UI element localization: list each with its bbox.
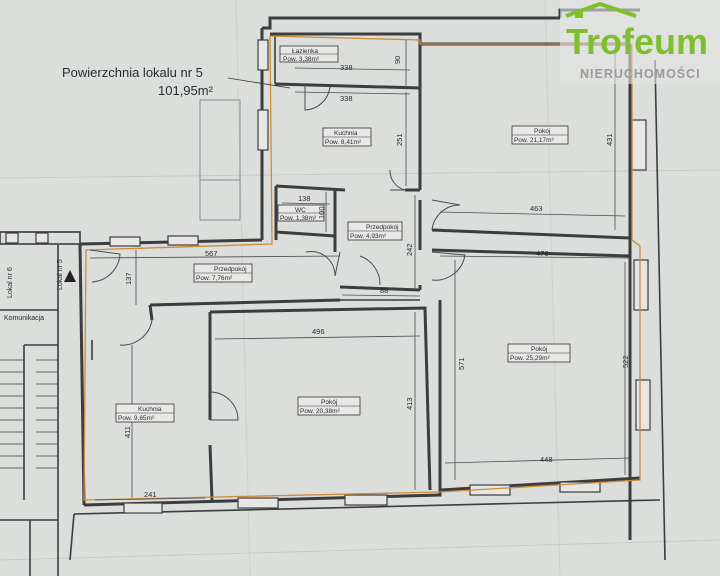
room-area: Pow. 25,29m² (510, 355, 551, 362)
entrance-arrow-icon (64, 270, 76, 282)
dim-251: 251 (395, 133, 404, 146)
room-area: Pow. 21,17m² (514, 137, 555, 144)
dim-431: 431 (605, 133, 614, 146)
dimension-lines (89, 40, 631, 501)
logo-brand: Trofeum (566, 21, 708, 62)
interior-walls (91, 34, 631, 501)
dim-478: 478 (536, 249, 549, 258)
dim-411: 411 (123, 426, 132, 438)
dim-338-top: 338 (340, 63, 353, 72)
plan-total-area: 101,95m² (158, 83, 214, 98)
dim-241: 241 (144, 490, 157, 499)
room-label-pokoj-center: Pokój Pow. 20,38m² (297, 396, 361, 416)
logo-tagline: NIERUCHOMOŚCI (580, 66, 701, 81)
room-area: Pow. 7,76m² (196, 275, 233, 282)
dim-100: 100 (317, 206, 326, 219)
plan-title: Powierzchnia lokalu nr 5 (62, 65, 203, 80)
dim-496: 496 (312, 327, 325, 336)
room-area: Pow. 8,41m² (325, 139, 362, 146)
dim-463: 463 (530, 204, 543, 213)
room-area: Pow. 20,38m² (300, 408, 341, 415)
room-name: WC (295, 207, 306, 214)
room-name: Przedpokój (214, 266, 247, 273)
dim-138: 138 (298, 194, 311, 203)
room-label-pokoj-right: Pokój Pow. 25,29m² (507, 343, 571, 363)
room-label-kuchnia-top: Kuchnia Pow. 8,41m² (322, 127, 372, 147)
dim-242: 242 (405, 243, 414, 256)
label-komunikacja: Komunikacja (4, 315, 44, 322)
stairwell (0, 231, 81, 576)
room-name: Pokój (531, 346, 547, 353)
label-lokal-6: Lokal nr 6 (7, 267, 14, 298)
dim-137: 137 (124, 272, 133, 285)
room-area: Pow. 1,38m² (280, 215, 317, 222)
dim-413: 413 (405, 397, 414, 410)
room-name: Łazienka (292, 48, 318, 55)
dim-448: 448 (540, 455, 553, 464)
room-label-wc: WC Pow. 1,38m² (277, 204, 325, 222)
room-label-kuchnia-bottom: Kuchnia Pow. 9,65m² (115, 403, 175, 423)
room-label-przedpokoj-main: Przedpokój Pow. 7,76m² (193, 263, 253, 283)
room-name: Kuchnia (334, 130, 358, 137)
room-name: Pokój (321, 399, 337, 406)
room-name: Pokój (534, 128, 550, 135)
room-label-przedpokoj-small: Przedpokój Pow. 4,93m² (347, 221, 403, 241)
dim-338-bottom: 338 (340, 94, 353, 103)
room-area: Pow. 4,93m² (350, 233, 387, 240)
room-name: Przedpokój (366, 224, 399, 231)
apartment-outline (83, 35, 641, 501)
dim-571: 571 (457, 357, 466, 370)
room-label-pokoj-top: Pokój Pow. 21,17m² (511, 125, 569, 145)
room-area: Pow. 3,38m² (283, 56, 320, 63)
dimension-labels: 338 338 90 251 431 138 100 463 242 567 4… (123, 56, 630, 499)
dim-90: 90 (393, 56, 402, 64)
dim-522: 522 (621, 355, 630, 368)
room-area: Pow. 9,65m² (118, 415, 155, 422)
trofeum-logo: Trofeum NIERUCHOMOŚCI (560, 0, 720, 84)
room-name: Kuchnia (138, 406, 162, 413)
dim-88: 88 (380, 286, 388, 295)
dim-567: 567 (205, 249, 218, 258)
label-lokal-5: Lokal nr 5 (57, 259, 64, 290)
room-label-lazienka: Łazienka Pow. 3,38m² (279, 45, 339, 63)
